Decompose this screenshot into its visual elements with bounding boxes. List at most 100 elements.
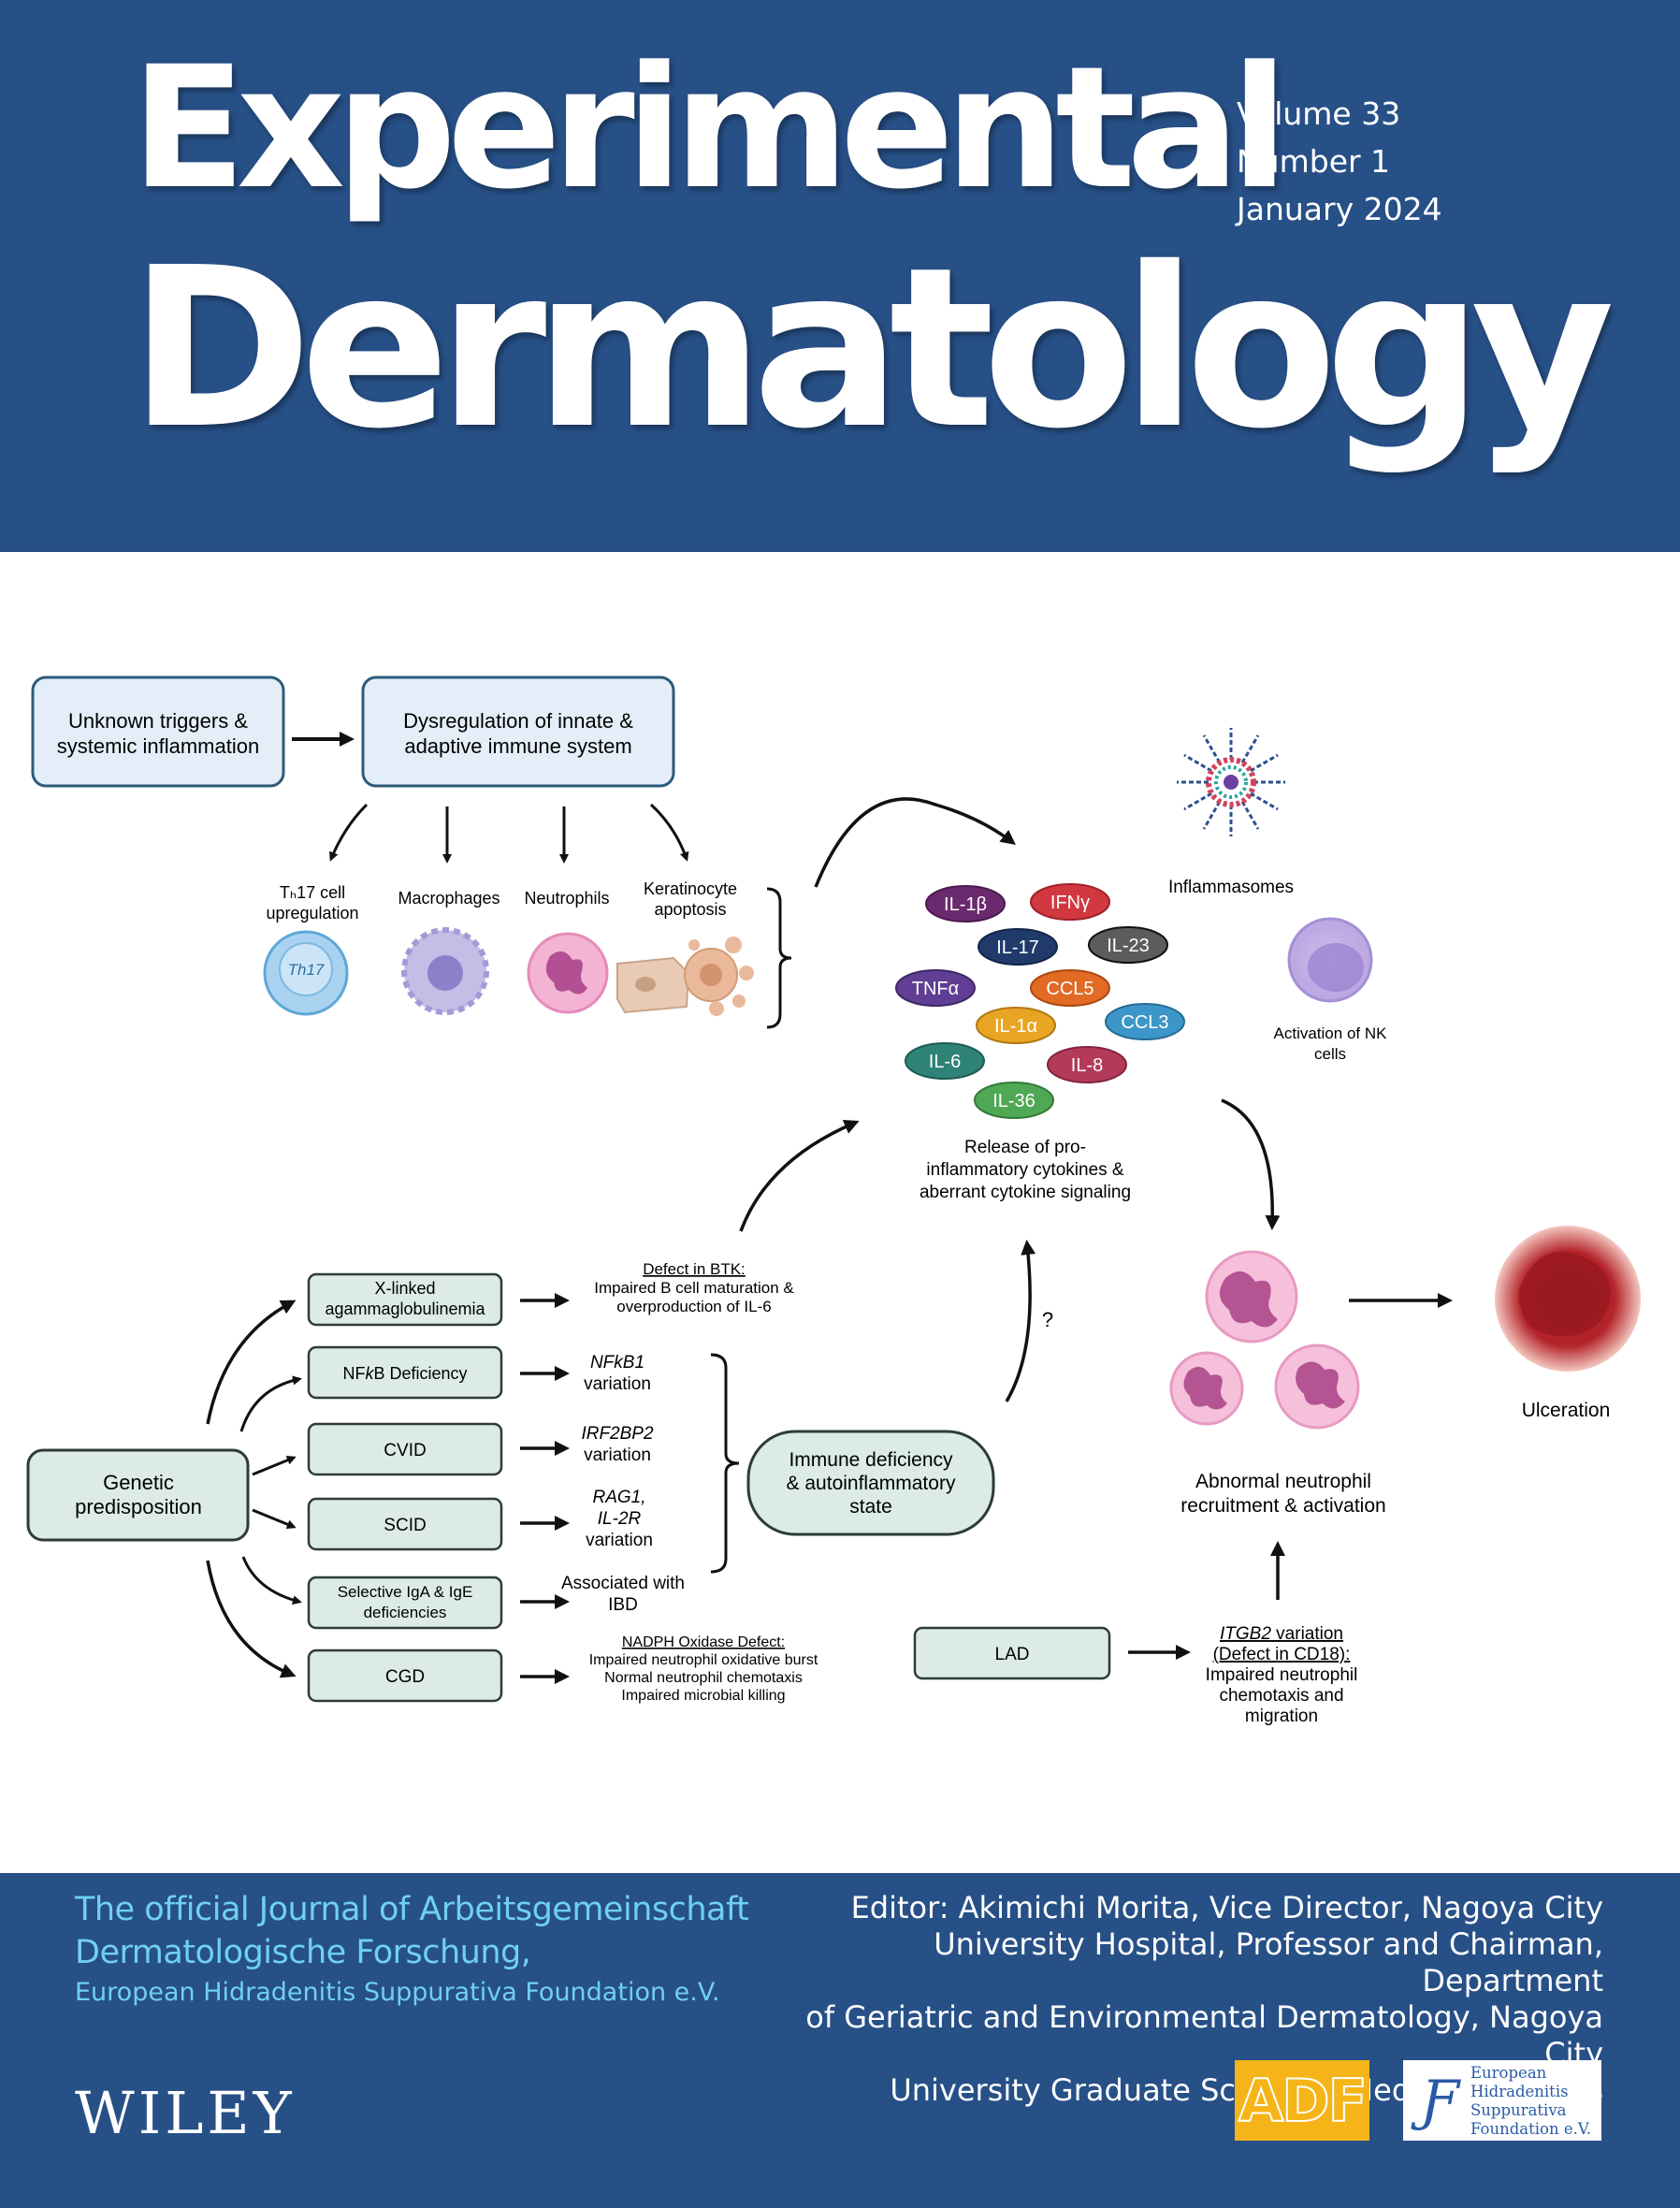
cover-header: Experimental Dermatology Volume 33 Numbe… <box>0 0 1680 552</box>
box-cvid: CVID <box>307 1422 503 1476</box>
box-nfkb-deficiency: NFkB Deficiency <box>307 1345 503 1400</box>
box-immune-deficiency: Immune deficiency & autoinflammatory sta… <box>746 1430 995 1536</box>
svg-text:IL-23: IL-23 <box>1107 936 1150 956</box>
nfkb1-gene: NFkB1 <box>590 1353 644 1373</box>
inflammasome-illustration <box>1177 728 1285 836</box>
cytokine-cluster: IL-1β IFNγ IL-17 IL-23 TNFα CCL5 IL-1α C… <box>895 883 1185 1119</box>
th17-label: Tₕ17 cell <box>280 883 345 902</box>
keratinocyte-label: Keratinocyte <box>644 879 737 898</box>
nk-cell-illustration <box>1287 917 1373 1003</box>
wiley-logo: WILEY <box>75 2079 296 2147</box>
cytokine-pill: IL-6 <box>905 1042 985 1080</box>
th17-cell-illustration: Th17 <box>263 930 349 1016</box>
itgb2-line5: migration <box>1245 1707 1318 1726</box>
il2r-gene: IL-2R <box>598 1509 642 1529</box>
ehsf-logo: Ƒ European Hidradenitis Suppurativa Foun… <box>1403 2060 1601 2141</box>
arrow-btk-to-cytokines <box>739 1119 860 1232</box>
official-journal-text: The official Journal of Arbeitsgemeinsch… <box>75 1888 749 2012</box>
svg-text:SCID: SCID <box>384 1516 426 1535</box>
btk-line3: overproduction of IL-6 <box>616 1298 771 1315</box>
svg-text:IFNγ: IFNγ <box>1050 893 1090 913</box>
nfkb1-variation: variation <box>584 1374 651 1394</box>
journal-title-line2: Dermatology <box>129 220 1615 477</box>
box-lad: LAD <box>913 1626 1111 1680</box>
neutrophil-cluster-illustration <box>1169 1250 1360 1430</box>
ulceration-illustration <box>1495 1226 1641 1372</box>
macrophages-label: Macrophages <box>398 889 500 908</box>
ibd-label-line2: IBD <box>608 1595 638 1615</box>
svg-text:agammaglobulinemia: agammaglobulinemia <box>325 1300 485 1318</box>
release-label: Release of pro- <box>964 1138 1086 1157</box>
svg-text:adaptive immune system: adaptive immune system <box>404 734 631 758</box>
svg-text:Selective IgA & IgE: Selective IgA & IgE <box>338 1583 473 1601</box>
th17-label-line2: upregulation <box>266 904 358 922</box>
svg-text:CGD: CGD <box>385 1667 425 1687</box>
cytokine-pill: CCL5 <box>1030 969 1110 1007</box>
btk-heading: Defect in BTK: <box>643 1260 746 1278</box>
bracket-variations <box>710 1353 740 1574</box>
svg-text:Th17: Th17 <box>288 961 325 979</box>
svg-text:CCL3: CCL3 <box>1121 1012 1168 1033</box>
irf-variation: variation <box>584 1445 651 1465</box>
cytokine-pill: TNFα <box>895 969 976 1007</box>
svg-text:systemic inflammation: systemic inflammation <box>57 734 259 758</box>
svg-text:IL-1α: IL-1α <box>994 1016 1037 1037</box>
nk-label: Activation of NK <box>1274 1024 1388 1042</box>
cytokine-pill: IL-23 <box>1088 926 1168 964</box>
ibd-label: Associated with <box>561 1574 685 1593</box>
svg-text:TNFα: TNFα <box>912 979 959 999</box>
keratinocyte-label-line2: apoptosis <box>654 900 726 919</box>
number: Number 1 <box>1237 143 1391 180</box>
cytokine-pill: IL-17 <box>978 928 1058 966</box>
svg-text:CCL5: CCL5 <box>1046 979 1093 999</box>
irf-gene: IRF2BP2 <box>581 1424 654 1444</box>
svg-text:Immune deficiency: Immune deficiency <box>789 1449 953 1471</box>
box-cgd: CGD <box>307 1649 503 1703</box>
box-dysregulation: Dysregulation of innate & adaptive immun… <box>361 675 675 788</box>
cytokine-pill: CCL3 <box>1105 1003 1185 1040</box>
svg-text:NFkB Deficiency: NFkB Deficiency <box>342 1364 467 1383</box>
release-label-line3: aberrant cytokine signaling <box>920 1183 1131 1202</box>
arrow-gen-cgd <box>206 1560 297 1678</box>
official-line2: Dermatologische Forschung, <box>75 1934 531 1971</box>
arrow-gen-xlinked <box>206 1300 297 1425</box>
macrophage-illustration <box>401 927 489 1015</box>
svg-text:predisposition: predisposition <box>75 1495 202 1518</box>
bracket-cells <box>766 887 792 1029</box>
editor-line3: of Geriatric and Environmental Dermatolo… <box>805 1999 1603 2071</box>
nk-label-line2: cells <box>1314 1045 1346 1063</box>
svg-text:& autoinflammatory: & autoinflammatory <box>787 1473 956 1494</box>
itgb2-line2: (Defect in CD18): <box>1213 1645 1351 1664</box>
nadph-line2: Impaired neutrophil oxidative burst <box>589 1652 818 1668</box>
svg-text:IL-36: IL-36 <box>992 1091 1036 1111</box>
arrow-gen-cvid <box>252 1456 297 1476</box>
svg-text:LAD: LAD <box>995 1645 1030 1664</box>
question-mark: ? <box>1042 1308 1053 1331</box>
box-selective-iga: Selective IgA & IgE deficiencies <box>307 1576 503 1630</box>
nadph-line3: Normal neutrophil chemotaxis <box>604 1670 803 1686</box>
keratinocyte-illustration <box>616 937 754 1016</box>
box-scid: SCID <box>307 1497 503 1551</box>
cytokine-pill: IL-1β <box>925 885 1006 922</box>
svg-text:Dysregulation of innate &: Dysregulation of innate & <box>403 709 633 733</box>
nadph-line4: Impaired microbial killing <box>621 1688 785 1704</box>
editor-line2: University Hospital, Professor and Chair… <box>934 1926 1603 1998</box>
cytokine-pill: IL-8 <box>1047 1046 1127 1083</box>
arrow-to-keratinocyte <box>649 803 689 862</box>
arrow-immune-to-cytokines <box>1005 1240 1036 1402</box>
itgb2-heading: ITGB2 variation <box>1220 1624 1343 1644</box>
inflammasomes-label: Inflammasomes <box>1168 878 1294 897</box>
svg-text:Unknown triggers &: Unknown triggers & <box>68 709 248 733</box>
itgb2-line3: Impaired neutrophil <box>1206 1665 1358 1685</box>
editor-line1: Editor: Akimichi Morita, Vice Director, … <box>850 1890 1603 1925</box>
issue-info: Volume 33 Number 1 January 2024 <box>1237 90 1442 233</box>
ehsf-logo-text: European Hidradenitis Suppurativa Founda… <box>1470 2064 1592 2138</box>
neutrophils-label: Neutrophils <box>524 889 609 908</box>
svg-text:X-linked: X-linked <box>374 1279 435 1298</box>
arrow-gen-nfkb <box>239 1375 302 1432</box>
rag-variation: variation <box>586 1531 653 1550</box>
arrow-gen-iga <box>241 1556 302 1605</box>
official-line3: European Hidradenitis Suppurativa Founda… <box>75 1978 720 2007</box>
arrow-cells-to-cytokines <box>814 797 1016 888</box>
box-xlinked: X-linked agammaglobulinemia <box>307 1272 503 1327</box>
